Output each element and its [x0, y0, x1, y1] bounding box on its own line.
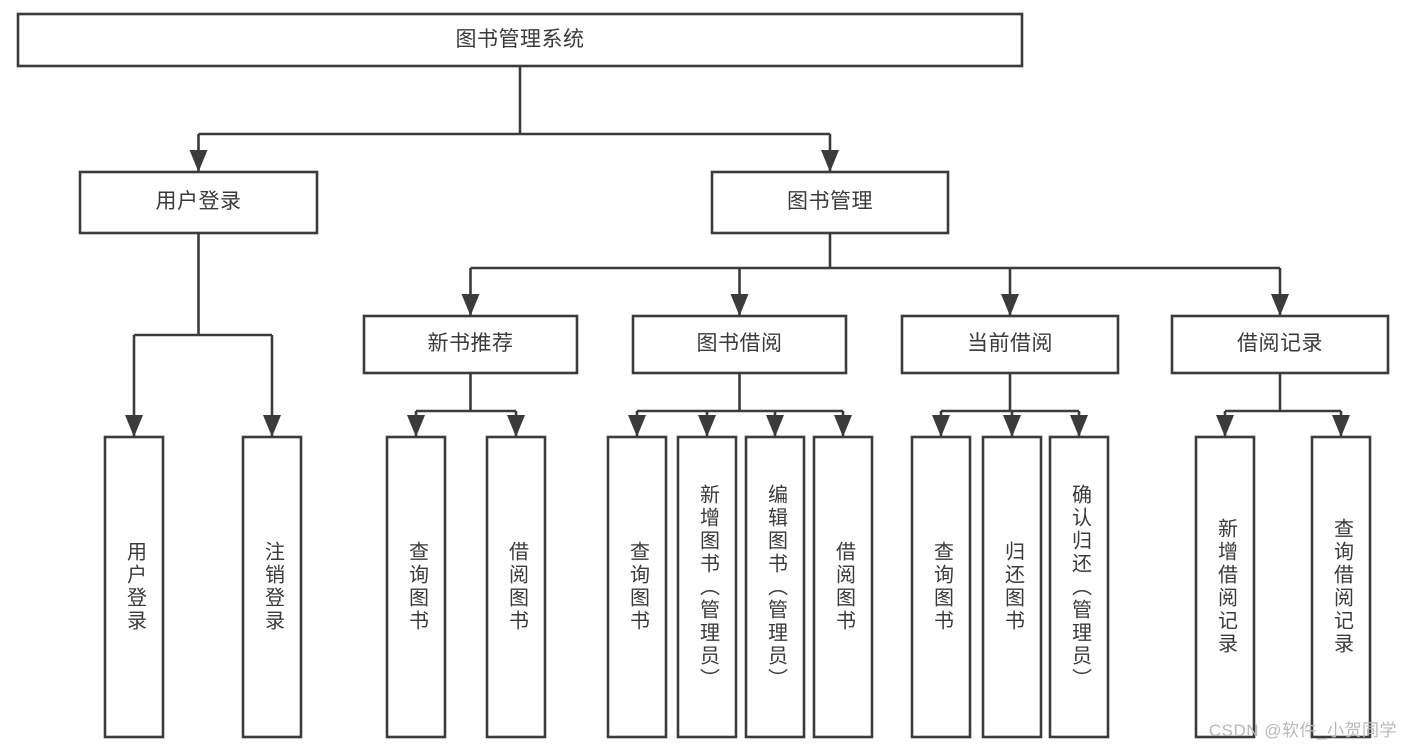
arrow-head-leaf_5 [698, 415, 716, 437]
arrow-head-leaf_1 [263, 415, 281, 437]
node-box-leaf_5[interactable] [676, 435, 738, 739]
arrow-head-l2_2 [1001, 294, 1019, 316]
arrow-head-leaf_10 [1070, 415, 1088, 437]
node-box-leaf_10[interactable] [1048, 435, 1110, 739]
node-box-leaf_9[interactable] [981, 435, 1043, 739]
node-box-leaf_3[interactable] [485, 435, 547, 739]
node-box-leaf_11[interactable] [1194, 435, 1256, 739]
node-box-leaf_6[interactable] [744, 435, 806, 739]
node-box-leaf_4[interactable] [606, 435, 668, 739]
arrow-head-leaf_2 [407, 415, 425, 437]
arrow-head-leaf_9 [1003, 415, 1021, 437]
watermark-text: CSDN @软件_小贺同学 [1208, 721, 1397, 740]
arrow-head-l2_3 [1271, 294, 1289, 316]
node-box-leaf_8[interactable] [910, 435, 972, 739]
node-box-l1_0[interactable] [78, 170, 319, 235]
node-box-l2_1[interactable] [631, 314, 848, 375]
arrow-head-l2_0 [461, 294, 480, 316]
node-box-l1_1[interactable] [710, 170, 950, 235]
arrow-head-leaf_0 [125, 415, 143, 437]
node-box-leaf_7[interactable] [812, 435, 874, 739]
arrow-head-leaf_12 [1332, 415, 1350, 437]
node-box-leaf_0[interactable] [103, 435, 165, 739]
arrow-head-leaf_7 [834, 415, 852, 437]
arrow-head-leaf_4 [628, 415, 646, 437]
arrow-head-l1_0 [189, 150, 208, 172]
node-box-l2_0[interactable] [362, 314, 579, 375]
node-box-l2_3[interactable] [1170, 314, 1390, 375]
arrow-head-leaf_11 [1216, 415, 1234, 437]
node-box-leaf_1[interactable] [241, 435, 303, 739]
connector-layer [125, 66, 1350, 437]
arrow-head-leaf_6 [766, 415, 784, 437]
node-box-root[interactable] [16, 12, 1024, 68]
arrow-head-leaf_3 [507, 415, 525, 437]
node-box-leaf_12[interactable] [1310, 435, 1372, 739]
node-box-leaf_2[interactable] [385, 435, 447, 739]
arrow-head-l2_1 [730, 294, 749, 316]
arrow-head-leaf_8 [932, 415, 950, 437]
node-box-layer [16, 12, 1390, 739]
arrow-head-l1_1 [821, 150, 839, 172]
node-box-l2_2[interactable] [900, 314, 1120, 375]
